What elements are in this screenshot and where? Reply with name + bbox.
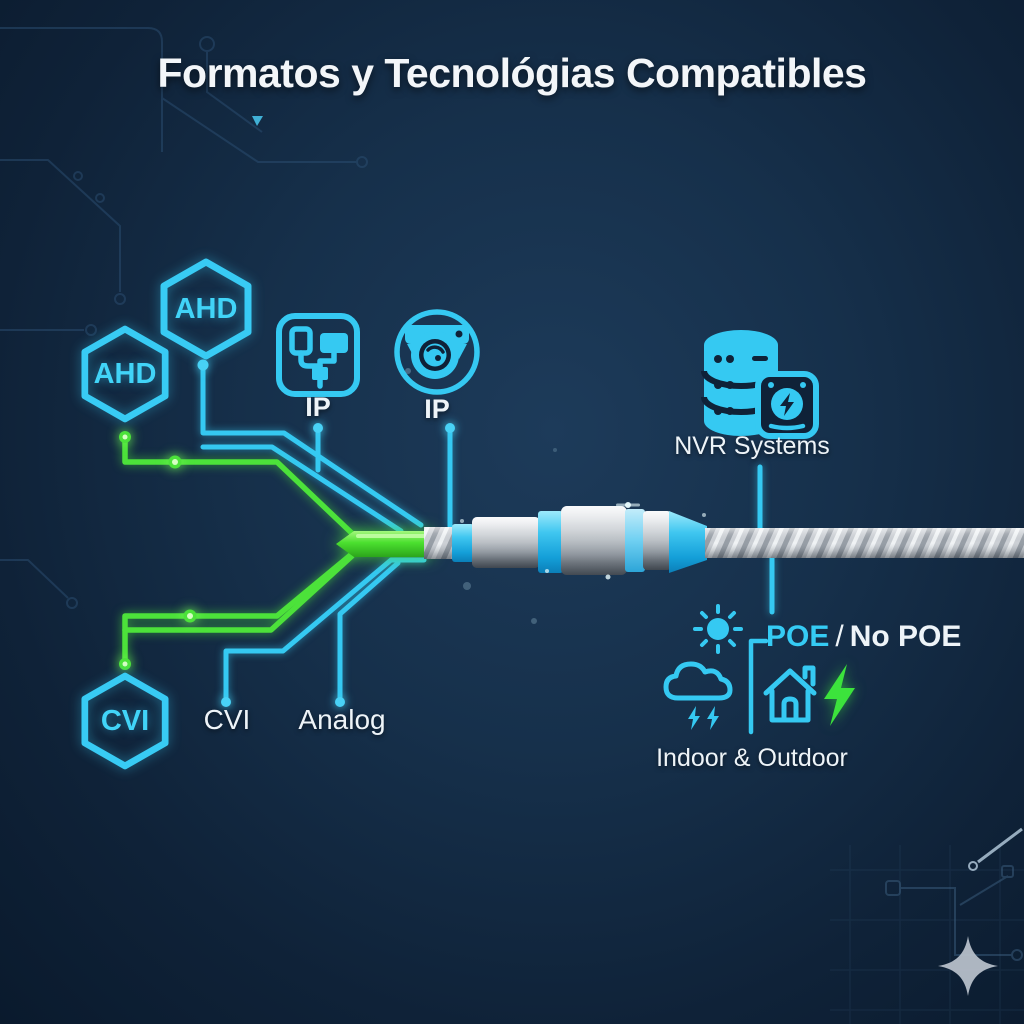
sparkle-icon [938,936,998,996]
label-poe: POE [766,620,830,653]
label-no-poe: No POE [849,620,962,653]
page-title: Formatos y Tecnológias Compatibles [157,50,868,96]
lightning-bolt-icon [824,664,855,726]
hexagon-ahd-left: AHD [81,325,169,423]
label-poe-row: POE/No POE [766,620,961,654]
network-adapter-icon [276,313,360,397]
cable [336,502,1024,580]
hexagon-outline [81,325,169,423]
ip-camera-icon [394,309,480,395]
green-feed-segment [336,531,432,557]
hexagon-label: AHD [174,292,238,325]
house-icon [763,665,817,723]
hexagon-label: AHD [93,357,157,390]
label-ip-adapter: IP [305,392,331,422]
nvr-server-stack-icon [701,330,819,439]
cyan-traces [200,362,775,705]
poe-bracket-line [748,638,769,735]
storm-cloud-icon [663,661,733,730]
hexagon-outline [81,672,169,770]
hexagon-outline [160,258,252,360]
sun-icon [693,604,743,654]
label-indoor-outdoor: Indoor & Outdoor [656,744,848,772]
green-traces [122,434,362,667]
label-analog: Analog [298,704,386,735]
hexagon-cvi: CVI [81,672,169,770]
label-cvi: CVI [203,704,251,735]
circuit-decor-bottom-right [830,827,1024,1024]
label-ip-camera: IP [424,394,450,424]
trace-nodes [119,359,455,707]
hexagon-label: CVI [100,704,150,737]
label-nvr-systems: NVR Systems [674,432,830,460]
hexagon-ahd-top: AHD [160,258,252,360]
label-poe-separator: / [835,620,844,653]
circuit-decor-top-left [0,27,368,609]
cable-glints [460,502,706,580]
